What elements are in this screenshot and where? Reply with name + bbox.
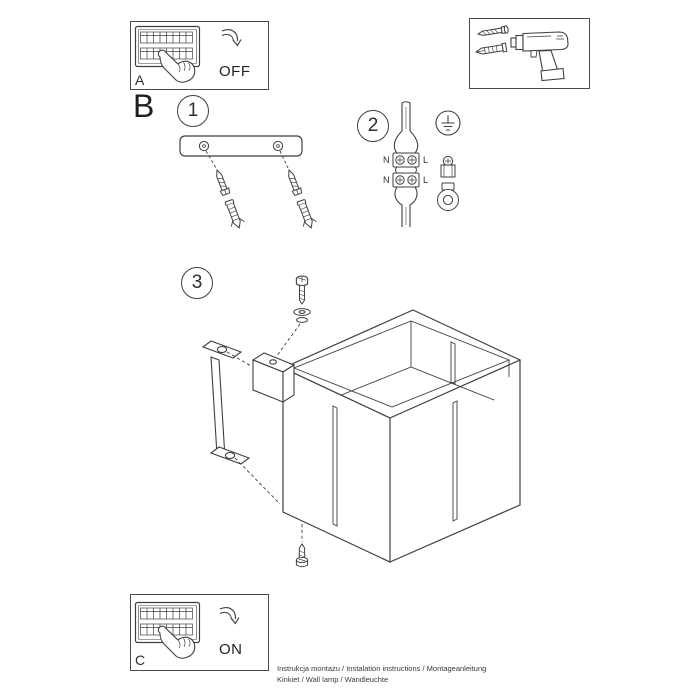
light-slit-right xyxy=(452,400,458,522)
mounting-block xyxy=(251,352,296,404)
step1-diagram xyxy=(179,135,319,231)
footer-line-2: Kinkiet / Wall lamp / Wandleuchte xyxy=(277,675,389,684)
wire-label-l1: L xyxy=(423,155,428,165)
pointing-hand-icon xyxy=(157,625,196,659)
step3-diagram xyxy=(201,275,522,568)
light-slit-left xyxy=(332,405,338,527)
panel-letter-c: C xyxy=(135,652,146,668)
mounting-screw-top xyxy=(295,275,309,305)
wire-label-l2: L xyxy=(423,175,428,185)
power-state-label: ON xyxy=(219,641,243,658)
panel-letter-a: A xyxy=(135,72,145,88)
cable-gland xyxy=(437,182,459,211)
wall-plug-icon xyxy=(474,42,508,55)
section-label: B xyxy=(133,88,155,124)
screw-anchor-right xyxy=(281,166,319,231)
step2-diagram: N L N L xyxy=(383,101,461,227)
wall-bracket xyxy=(201,340,251,465)
fuse-box-icon xyxy=(134,25,201,83)
step-1-number: 1 xyxy=(177,95,209,127)
power-off-panel: OFF A xyxy=(130,21,269,90)
fuse-box-icon xyxy=(134,601,201,659)
footer-text: Instrukcja montażu / Instalation instruc… xyxy=(277,663,486,685)
power-state-label: OFF xyxy=(219,63,251,80)
earth-terminal xyxy=(440,155,456,178)
screw-icon xyxy=(476,25,509,36)
tools-diagram xyxy=(474,25,569,82)
mounting-screw-bottom xyxy=(295,543,309,568)
step-2-digit: 2 xyxy=(367,115,379,136)
rotate-arrow-icon xyxy=(221,29,242,47)
rotate-arrow-icon xyxy=(219,607,240,625)
screw-anchor-left xyxy=(209,166,247,231)
step-2-number: 2 xyxy=(357,110,389,142)
terminal-block xyxy=(392,152,420,188)
drill-icon xyxy=(510,31,569,82)
earth-symbol-icon xyxy=(435,110,461,136)
pointing-hand-icon xyxy=(157,49,196,83)
footer-line-1: Instrukcja montażu / Instalation instruc… xyxy=(277,664,487,673)
wire-label-n2: N xyxy=(383,175,390,185)
power-cable xyxy=(393,101,419,227)
power-on-panel: ON C xyxy=(130,594,269,671)
step-3-number: 3 xyxy=(181,267,213,299)
wire-label-n1: N xyxy=(383,155,390,165)
mounting-plate xyxy=(179,135,303,157)
lamp-body xyxy=(281,309,522,563)
tools-panel xyxy=(469,18,590,89)
washer xyxy=(293,308,311,323)
step-3-digit: 3 xyxy=(191,272,203,293)
step-1-digit: 1 xyxy=(187,100,199,121)
